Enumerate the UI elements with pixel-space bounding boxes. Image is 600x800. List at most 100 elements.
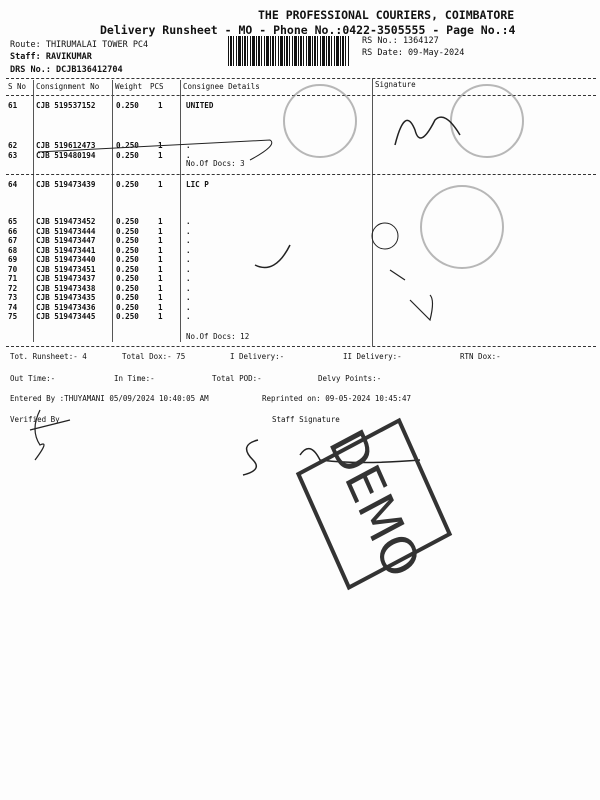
rs-number: RS No.: 1364127 (362, 36, 439, 46)
cell-cn: CJB 519480194 (36, 151, 96, 160)
cell-sno: 68 (8, 245, 18, 255)
rtn-dox: RTN Dox:- (460, 352, 501, 361)
cell-pcs: 1 (158, 274, 163, 283)
cell-sno: 63 (8, 151, 18, 160)
cell-details: . (186, 302, 191, 312)
cell-wt: 0.250 (116, 101, 139, 110)
cell-pcs: 1 (158, 245, 163, 255)
divider (6, 174, 596, 175)
cell-pcs: 1 (158, 226, 163, 236)
cell-details: . (186, 255, 191, 264)
cell-wt: 0.250 (116, 293, 139, 302)
cell-pcs: 1 (158, 236, 163, 245)
staff-signature: Staff Signature (272, 415, 340, 424)
verified-by: Verified By (10, 415, 60, 424)
cell-sno: 69 (8, 255, 18, 264)
cell-cn: CJB 519612473 (36, 141, 96, 150)
total-pod: Total POD:- (212, 374, 262, 383)
cell-pcs: 1 (158, 264, 163, 274)
cell-sno: 71 (8, 274, 18, 283)
route: Route: THIRUMALAI TOWER PC4 (10, 40, 149, 50)
col-sno: S No (8, 82, 27, 91)
cell-wt: 0.250 (116, 141, 139, 150)
cell-details: . (186, 293, 191, 302)
col-consignee: Consignee Details (183, 82, 260, 91)
cell-cn: CJB 519473436 (36, 302, 96, 312)
reprinted-on: Reprinted on: 09-05-2024 10:45:47 (262, 394, 412, 403)
col-line (33, 80, 34, 342)
company-stamp (283, 84, 357, 158)
staff: Staff: RAVIKUMAR (10, 52, 92, 62)
runsheet-subtitle: Delivery Runsheet - MO - Phone No.:0422-… (100, 23, 516, 37)
ii-delivery: II Delivery:- (343, 352, 402, 361)
group-docs-count: No.Of Docs: 12 (186, 332, 250, 341)
cell-cn: CJB 519473437 (36, 274, 96, 283)
cell-sno: 67 (8, 236, 18, 245)
cell-cn: CJB 519473445 (36, 312, 96, 321)
cell-wt: 0.250 (116, 226, 139, 236)
cell-pcs: 1 (158, 180, 163, 189)
col-pcs: PCS (150, 82, 164, 91)
lic-stamp (420, 185, 504, 269)
cell-pcs: 1 (158, 101, 163, 110)
rs-date: RS Date: 09-May-2024 (362, 48, 465, 58)
in-time: In Time:- (114, 374, 155, 383)
cell-wt: 0.250 (116, 274, 139, 283)
cell-cn: CJB 519473439 (36, 180, 96, 189)
delvy-points: Delvy Points:- (318, 374, 382, 383)
col-weight: Weight (115, 82, 143, 91)
cell-details: . (186, 226, 191, 236)
group-docs-count: No.Of Docs: 3 (186, 159, 245, 168)
cell-details: . (186, 141, 191, 150)
col-consignment: Consignment No (36, 82, 100, 91)
cell-pcs: 1 (158, 217, 163, 226)
cell-pcs: 1 (158, 255, 163, 264)
col-line (180, 80, 181, 342)
barcode (228, 36, 350, 66)
cell-details: . (186, 312, 191, 321)
cell-cn: CJB 519473440 (36, 255, 96, 264)
cell-wt: 0.250 (116, 302, 139, 312)
cell-pcs: 1 (158, 293, 163, 302)
col-line (372, 78, 373, 346)
company-stamp (450, 84, 524, 158)
cell-sno: 73 (8, 293, 18, 302)
cell-details: LIC P (186, 180, 209, 189)
cell-wt: 0.250 (116, 245, 139, 255)
cell-wt: 0.250 (116, 264, 139, 274)
cell-wt: 0.250 (116, 312, 139, 321)
cell-sno: 64 (8, 180, 18, 189)
cell-wt: 0.250 (116, 151, 139, 160)
cell-sno: 66 (8, 226, 18, 236)
cell-cn: CJB 519473435 (36, 293, 96, 302)
cell-details: . (186, 217, 191, 226)
out-time: Out Time:- (10, 374, 56, 383)
cell-cn: CJB 519473444 (36, 226, 96, 236)
cell-pcs: 1 (158, 312, 163, 321)
cell-sno: 74 (8, 302, 18, 312)
cell-pcs: 1 (158, 283, 163, 293)
drs-number: DRS No.: DCJB136412704 (10, 65, 123, 75)
cell-wt: 0.250 (116, 283, 139, 293)
cell-pcs: 1 (158, 151, 163, 160)
cell-details: . (186, 245, 191, 255)
company-title: THE PROFESSIONAL COURIERS, COIMBATORE (258, 8, 515, 22)
cell-sno: 61 (8, 101, 18, 110)
cell-wt: 0.250 (116, 236, 139, 245)
cell-sno: 75 (8, 312, 18, 321)
tot-runsheet: Tot. Runsheet:- 4 (10, 352, 87, 361)
cell-sno: 72 (8, 283, 18, 293)
cell-cn: CJB 519473438 (36, 283, 96, 293)
cell-details: . (186, 151, 191, 160)
cell-cn: CJB 519537152 (36, 101, 96, 110)
cell-cn: CJB 519473447 (36, 236, 96, 245)
cell-wt: 0.250 (116, 180, 139, 189)
cell-cn: CJB 519473441 (36, 245, 96, 255)
col-signature: Signature (375, 80, 416, 89)
cell-wt: 0.250 (116, 255, 139, 264)
col-line (112, 80, 113, 342)
cell-details: UNITED (186, 101, 214, 110)
cell-details: . (186, 274, 191, 283)
cell-sno: 62 (8, 141, 18, 150)
cell-details: . (186, 264, 191, 274)
